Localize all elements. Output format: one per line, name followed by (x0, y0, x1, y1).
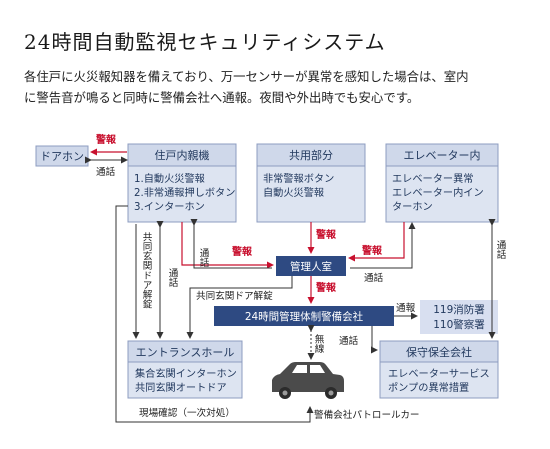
security-company-box: 24時間管理体制警備会社 (214, 306, 394, 326)
label-call-elevator: 通話 (364, 272, 384, 284)
common-item-1: 非常警報ボタン (263, 172, 334, 185)
label-alarm-doorphone: 警報 (95, 133, 117, 146)
label-call-unit-vertical: 通話 (198, 248, 210, 268)
entrance-box: エントランスホール 集合玄関インターホン 共同玄関オートドア (127, 340, 243, 399)
label-entrance-unlock: 共同玄関ドア解錠 (196, 290, 273, 302)
fire-dept-label: 119消防署 (433, 303, 485, 316)
security-company-label: 24時間管理体制警備会社 (245, 310, 364, 323)
manager-room-box: 管理人室 (276, 256, 346, 276)
elevator-title: エレベーター内 (404, 148, 481, 162)
unit-item-2: 2.非常通報押しボタン (134, 186, 235, 199)
description-line-2: に警告音が鳴ると同時に警備会社へ通報。夜間や外出時でも安心です。 (24, 90, 420, 105)
label-wireless: 無線 (313, 333, 325, 353)
maintenance-box: 保守保全会社 エレベーターサービス ポンプの異常措置 (379, 340, 499, 399)
unit-title: 住戸内親機 (155, 148, 210, 162)
fire-police-box: 119消防署 110警察署 (420, 300, 498, 334)
elevator-item-3: ターホン (392, 201, 433, 213)
label-alarm-unit: 警報 (231, 245, 253, 258)
common-item-2: 自動火災警報 (263, 186, 324, 199)
maintenance-title: 保守保全会社 (406, 345, 472, 359)
unit-box: 住戸内親機 1.自動火災警報 2.非常通報押しボタン 3.インターホン (127, 143, 237, 223)
common-title: 共用部分 (289, 148, 333, 162)
label-alarm-common: 警報 (315, 228, 337, 241)
maintenance-item-2: ポンプの異常措置 (388, 381, 469, 394)
entrance-title: エントランスホール (136, 346, 235, 359)
page-title: 24時間自動監視セキュリティシステム (24, 30, 386, 54)
description: 各住戸に火災報知器を備えており、万一センサーが異常を感知した場合は、室内 に警告… (24, 66, 539, 108)
label-call-doorphone: 通話 (96, 166, 116, 178)
elevator-box: エレベーター内 エレベーター異常 エレベーター内イン ターホン (385, 143, 499, 223)
label-report: 通報 (396, 303, 416, 314)
door-phone-box: ドアホン (35, 145, 89, 167)
unit-item-3: 3.インターホン (134, 201, 205, 213)
maintenance-item-1: エレベーターサービス (388, 368, 490, 380)
elevator-item-1: エレベーター異常 (392, 172, 474, 185)
unit-item-1: 1.自動火災警報 (134, 172, 205, 185)
description-line-1: 各住戸に火災報知器を備えており、万一センサーが異常を感知した場合は、室内 (24, 69, 469, 84)
door-phone-label: ドアホン (40, 150, 84, 163)
entrance-item-1: 集合玄関インターホン (135, 367, 237, 380)
label-entrance-unlock-vertical: 共同玄関ドア解錠 (141, 232, 153, 310)
label-onsite-check: 現場確認（一次対処） (139, 407, 235, 419)
elevator-item-2: エレベーター内イン (392, 186, 484, 199)
connectors (85, 148, 496, 423)
label-patrol-car: 警備会社パトロールカー (314, 409, 420, 421)
entrance-item-2: 共同玄関オートドア (135, 381, 227, 394)
manager-room-label: 管理人室 (290, 260, 332, 273)
common-area-box: 共用部分 非常警報ボタン 自動火災警報 (256, 143, 366, 223)
label-call-elevator-maintenance: 通話 (495, 240, 507, 260)
label-alarm-manager: 警報 (315, 281, 337, 294)
label-call-maintenance: 通話 (339, 335, 359, 347)
patrol-car-icon (272, 362, 344, 399)
label-alarm-elevator: 警報 (361, 244, 383, 257)
label-call-entrance: 通話 (167, 268, 179, 288)
police-label: 110警察署 (433, 318, 485, 331)
